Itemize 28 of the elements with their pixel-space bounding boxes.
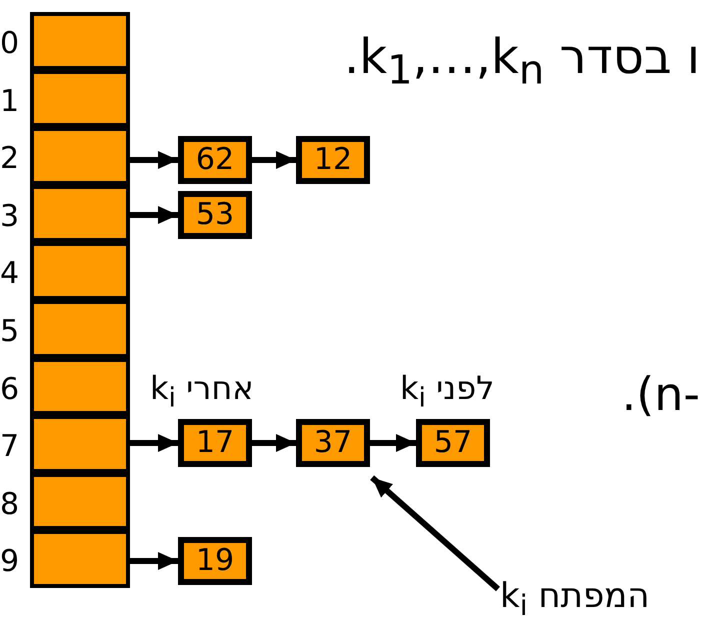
arrow <box>130 552 178 570</box>
index-label: 8 <box>0 486 20 524</box>
table-cell <box>30 530 130 588</box>
index-label: 5 <box>0 313 20 351</box>
index-label: 1 <box>0 82 20 121</box>
pointer-arrow <box>370 475 500 592</box>
index-label: 3 <box>0 198 20 236</box>
arrow <box>370 434 416 452</box>
index-label: 4 <box>0 255 20 294</box>
list-node: 17 <box>178 419 252 467</box>
index-label: 0 <box>0 25 20 63</box>
text-fragment: .(n- <box>622 366 700 423</box>
list-node: 57 <box>416 419 490 467</box>
table-cell <box>30 12 130 70</box>
arrow <box>130 206 178 224</box>
list-node: 12 <box>296 136 370 184</box>
list-node: 19 <box>178 537 252 585</box>
arrow <box>130 151 178 169</box>
list-node: 53 <box>178 191 252 239</box>
index-label: 9 <box>0 543 20 582</box>
arrow <box>252 434 296 452</box>
arrow <box>130 434 178 452</box>
list-node: 37 <box>296 419 370 467</box>
index-label: 2 <box>0 140 20 178</box>
index-label: 6 <box>0 370 20 409</box>
index-label: 7 <box>0 428 20 466</box>
arrow <box>252 151 296 169</box>
list-node: 62 <box>178 136 252 184</box>
